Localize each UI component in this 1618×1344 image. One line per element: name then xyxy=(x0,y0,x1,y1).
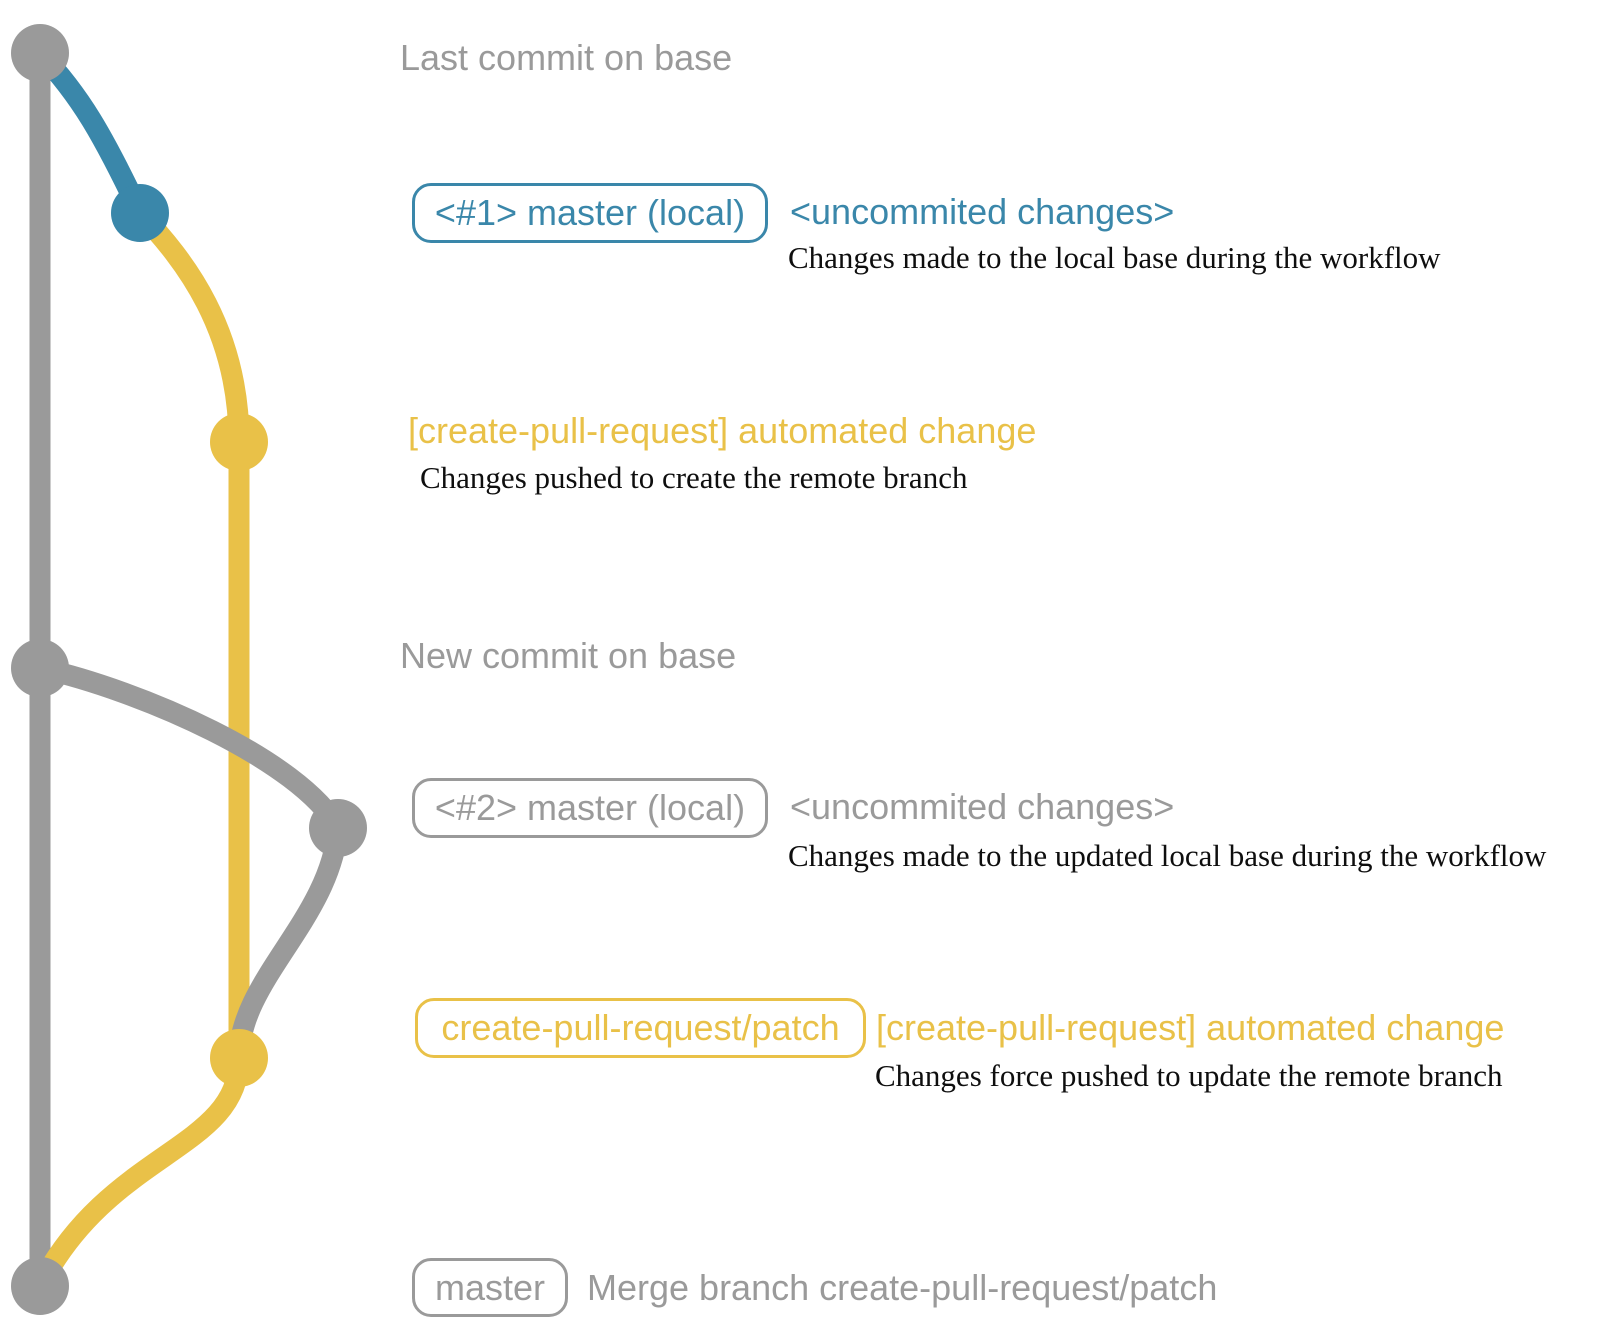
commit-message-automated-change-1: [create-pull-request] automated change xyxy=(408,410,1037,451)
branch-label-create-pull-request-patch: create-pull-request/patch xyxy=(415,998,866,1058)
note-automated-change-2: Changes force pushed to update the remot… xyxy=(875,1058,1503,1093)
commit-dot-automated-change-2 xyxy=(210,1029,268,1087)
note-uncommited-1: Changes made to the local base during th… xyxy=(788,240,1441,275)
commit-message-merge: Merge branch create-pull-request/patch xyxy=(587,1267,1218,1308)
patch-merge-curve xyxy=(29,1047,250,1297)
commit-dot-uncommited-2 xyxy=(309,799,367,857)
local-master2-branch-curve xyxy=(29,657,349,839)
caption-last-commit-on-base: Last commit on base xyxy=(400,37,733,78)
branch-label-master: master xyxy=(412,1258,568,1317)
git-graph xyxy=(11,24,367,1315)
commit-dot-last-base xyxy=(11,24,69,82)
commit-dot-merge xyxy=(11,1257,69,1315)
commit-message-uncommited-1: <uncommited changes> xyxy=(790,191,1175,232)
caption-new-commit-on-base: New commit on base xyxy=(400,635,737,676)
commit-message-uncommited-2: <uncommited changes> xyxy=(790,786,1175,827)
commit-dot-new-base xyxy=(11,639,69,697)
patch-branch-curve xyxy=(129,202,250,453)
note-uncommited-2: Changes made to the updated local base d… xyxy=(788,838,1547,873)
commit-message-automated-change-2: [create-pull-request] automated change xyxy=(876,1007,1505,1048)
branch-label-master-local-1: <#1> master (local) xyxy=(412,183,768,243)
note-automated-change-1: Changes pushed to create the remote bran… xyxy=(420,460,968,495)
commit-dot-uncommited-1 xyxy=(111,184,169,242)
branch-label-master-local-2: <#2> master (local) xyxy=(412,778,768,838)
commit-dot-automated-change-1 xyxy=(210,413,268,471)
local-master2-forcepush-curve xyxy=(228,817,349,1069)
